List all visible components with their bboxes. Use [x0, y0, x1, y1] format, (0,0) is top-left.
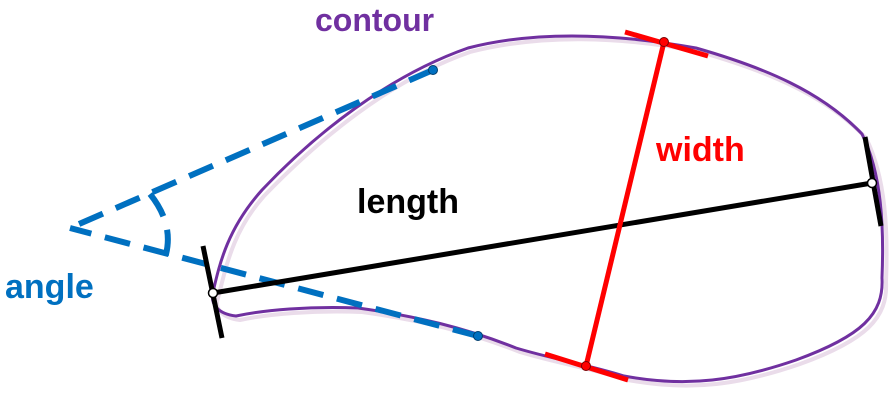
length-point-left — [207, 287, 219, 299]
angle-arc — [147, 192, 171, 259]
angle-upper-line — [68, 67, 435, 231]
length-line — [212, 180, 873, 296]
length-label: length — [357, 183, 459, 221]
angle-label: angle — [5, 268, 94, 306]
contour-point-lower — [473, 331, 483, 341]
width-label: width — [656, 131, 745, 169]
length-point-right — [866, 177, 878, 189]
contour-point-upper — [428, 65, 438, 75]
width-point-bottom — [581, 361, 591, 371]
contour-label: contour — [315, 2, 435, 38]
width-point-top — [659, 37, 669, 47]
width-construction — [544, 29, 709, 383]
width-line — [583, 41, 667, 367]
contour-outline — [210, 34, 885, 384]
contour-shadow — [215, 37, 889, 388]
